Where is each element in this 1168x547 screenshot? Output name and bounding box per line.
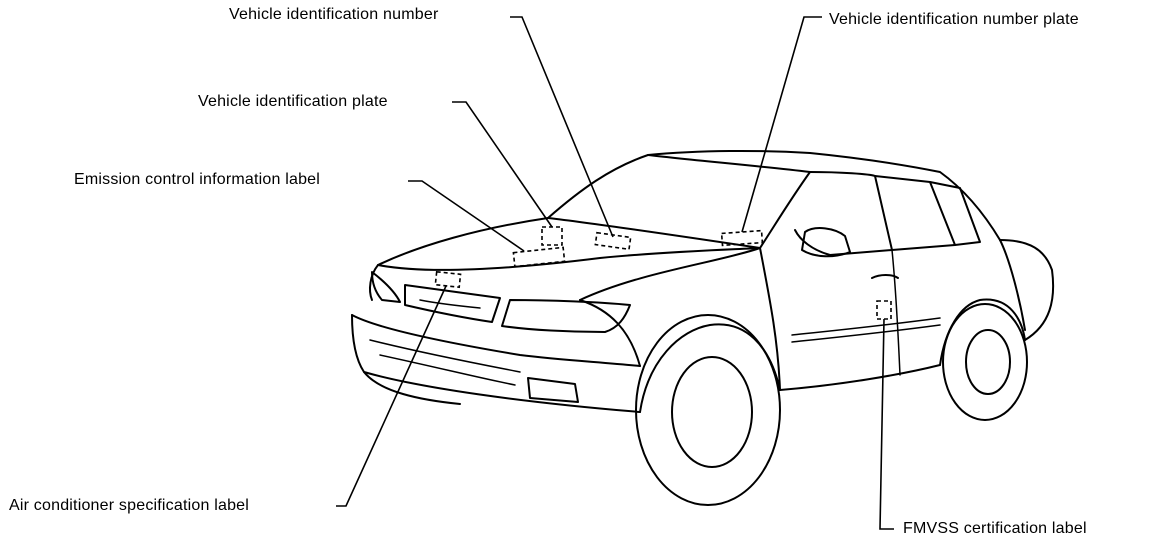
vehicle-id-plate-marker xyxy=(541,226,563,246)
ac-label-leader xyxy=(336,285,447,507)
vin-plate-leader xyxy=(741,16,822,233)
emission-control-label: Emission control information label xyxy=(74,171,321,188)
vin-plate-marker xyxy=(720,229,764,247)
vehicle-id-plate-leader xyxy=(452,101,553,228)
vin-leader xyxy=(510,16,614,238)
vin-marker xyxy=(594,231,632,251)
ac-specification-label: Air conditioner specification label xyxy=(9,497,250,514)
fmvss-certification-label: FMVSS certification label xyxy=(903,520,1087,537)
leader-lines xyxy=(336,16,894,530)
vin-plate-label: Vehicle identification number plate xyxy=(829,11,1079,28)
emission-label-leader xyxy=(408,180,525,252)
car-body xyxy=(351,149,1055,506)
ac-label-marker xyxy=(434,270,462,289)
vehicle-id-plate-label: Vehicle identification plate xyxy=(198,93,388,110)
fmvss-label-leader xyxy=(879,318,894,530)
vin-label: Vehicle identification number xyxy=(229,6,439,23)
emission-label-marker xyxy=(512,246,566,268)
fmvss-label-marker xyxy=(876,300,892,320)
